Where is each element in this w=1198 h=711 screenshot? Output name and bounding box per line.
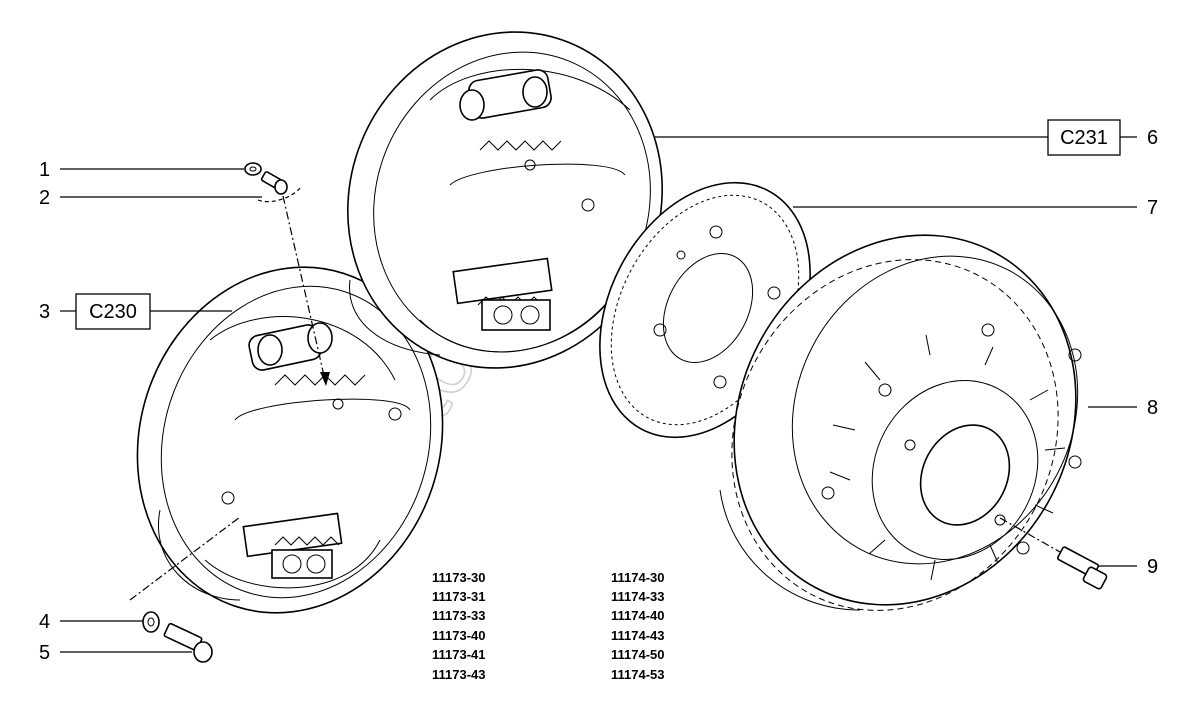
callout-2: 2 [39,187,50,209]
ref-box-c230[interactable]: C230 [75,293,151,330]
applicability-codes-column-1: 11173-30 11173-31 11173-33 11173-40 1117… [432,570,486,682]
bolt-2-axis-arrow [320,372,330,386]
left-brake-backing-plate-assembly [136,266,444,614]
washer-part-4 [142,611,160,633]
code-item: 11173-33 [432,608,486,623]
code-item: 11174-53 [611,667,665,682]
callout-7: 7 [1147,197,1158,219]
code-item: 11173-41 [432,647,486,662]
callout-1: 1 [39,159,50,181]
code-item: 11173-43 [432,667,486,682]
applicability-codes-column-2: 11174-30 11174-33 11174-40 11174-43 1117… [611,570,665,682]
callout-3: 3 [39,301,50,323]
right-brake-backing-plate-assembly [347,31,663,369]
stud-9-axis-line [999,517,1061,553]
callout-9: 9 [1147,556,1158,578]
stud-bolt-part-9 [1056,546,1108,590]
bolt-part-5 [163,622,213,663]
ref-label-c230: C230 [89,301,137,323]
ref-box-c231[interactable]: C231 [1047,119,1121,156]
code-item: 11173-31 [432,589,486,604]
callout-6: 6 [1147,127,1158,149]
ref-label-c231: C231 [1060,127,1108,149]
callout-8: 8 [1147,397,1158,419]
code-item: 11174-43 [611,628,665,643]
bolt-5-axis-line [129,516,241,601]
code-item: 11173-40 [432,628,486,643]
brake-drum [719,234,1082,611]
bolt-2-guide-arc [257,187,301,203]
callout-5: 5 [39,642,50,664]
bolt-part-2 [260,171,288,195]
code-item: 11174-33 [611,589,665,604]
washer-part-1 [244,162,262,176]
code-item: 11174-50 [611,647,665,662]
code-item: 11173-30 [432,570,486,585]
callout-4: 4 [39,611,50,633]
code-item: 11174-30 [611,570,665,585]
code-item: 11174-40 [611,608,665,623]
